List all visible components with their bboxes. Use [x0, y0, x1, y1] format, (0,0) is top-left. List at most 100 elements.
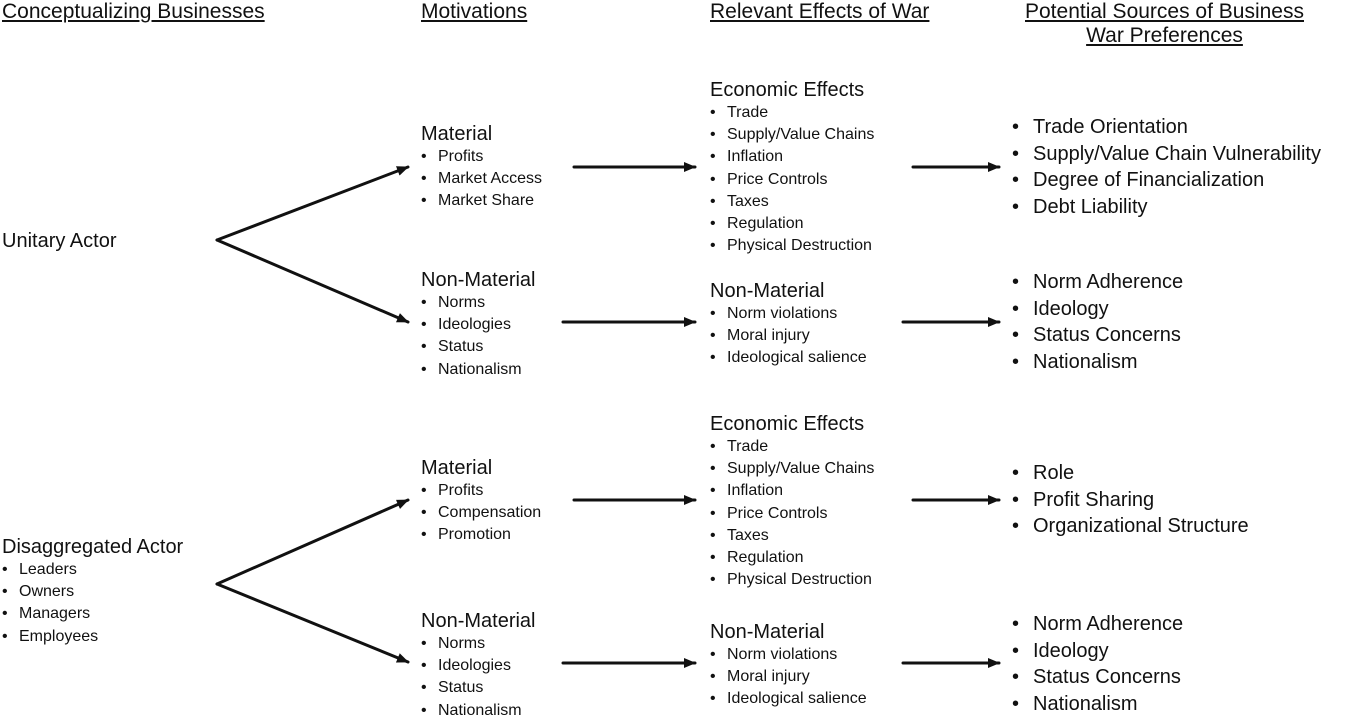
sources-list: Norm Adherence Ideology Status Concerns …	[1012, 269, 1183, 375]
motivation-list: Profits Market Access Market Share	[421, 146, 542, 213]
list-item: Regulation	[710, 213, 874, 235]
unitary-actor-title: Unitary Actor	[2, 230, 117, 252]
list-item: Ideologies	[421, 314, 535, 336]
list-item: Profits	[421, 480, 541, 502]
list-item: Norms	[421, 292, 535, 314]
list-item: Price Controls	[710, 169, 874, 191]
list-item: Nationalism	[421, 359, 535, 381]
motivation-list: Norms Ideologies Status Nationalism	[421, 292, 535, 381]
motivation-title: Material	[421, 123, 493, 145]
disaggregated-actor-title: Disaggregated Actor	[2, 536, 184, 558]
disaggregated-material-motivations: Material Profits Compensation Promotion	[421, 456, 541, 547]
unitary-nonmaterial-motivations: Non-Material Norms Ideologies Status Nat…	[421, 268, 535, 381]
disaggregated-nonmaterial-sources: Norm Adherence Ideology Status Concerns …	[1012, 611, 1183, 717]
list-item: Physical Destruction	[710, 569, 874, 591]
effects-list: Trade Supply/Value Chains Inflation Pric…	[710, 436, 874, 592]
disaggregated-economic-effects: Economic Effects Trade Supply/Value Chai…	[710, 412, 874, 592]
list-item: Price Controls	[710, 503, 874, 525]
list-item: Profits	[421, 146, 542, 168]
list-item: Role	[1012, 460, 1249, 487]
effects-list: Norm violations Moral injury Ideological…	[710, 303, 867, 370]
fork-arrow-disagg-nonmaterial	[215, 582, 410, 664]
list-item: Taxes	[710, 525, 874, 547]
unitary-economic-effects: Economic Effects Trade Supply/Value Chai…	[710, 78, 874, 258]
header-potential-sources-line1: Potential Sources of Business	[1025, 0, 1304, 23]
list-item: Trade	[710, 436, 874, 458]
motivation-list: Norms Ideologies Status Nationalism	[421, 633, 535, 722]
list-item: Status Concerns	[1012, 322, 1183, 349]
sources-list: Trade Orientation Supply/Value Chain Vul…	[1012, 114, 1321, 220]
list-item: Norm Adherence	[1012, 611, 1183, 638]
motivation-list: Profits Compensation Promotion	[421, 480, 541, 547]
effects-title: Non-Material	[710, 280, 825, 302]
list-item: Taxes	[710, 191, 874, 213]
unitary-nonmaterial-effects: Non-Material Norm violations Moral injur…	[710, 279, 867, 370]
sources-list: Role Profit Sharing Organizational Struc…	[1012, 460, 1249, 540]
list-item: Norm Adherence	[1012, 269, 1183, 296]
list-item: Trade	[710, 102, 874, 124]
list-item: Status	[421, 677, 535, 699]
header-relevant-effects: Relevant Effects of War	[710, 0, 930, 23]
list-item: Compensation	[421, 502, 541, 524]
list-item: Inflation	[710, 146, 874, 168]
unitary-actor-block: Unitary Actor	[2, 229, 116, 253]
list-item: Nationalism	[421, 700, 535, 722]
unitary-material-motivations: Material Profits Market Access Market Sh…	[421, 122, 542, 213]
disaggregated-material-sources: Role Profit Sharing Organizational Struc…	[1012, 460, 1249, 540]
effects-title: Non-Material	[710, 621, 825, 643]
unitary-material-sources: Trade Orientation Supply/Value Chain Vul…	[1012, 114, 1321, 220]
list-item: Nationalism	[1012, 349, 1183, 376]
header-motivations: Motivations	[421, 0, 528, 23]
disaggregated-nonmaterial-effects: Non-Material Norm violations Moral injur…	[710, 620, 867, 711]
list-item: Trade Orientation	[1012, 114, 1321, 141]
sources-list: Norm Adherence Ideology Status Concerns …	[1012, 611, 1183, 717]
header-conceptualizing-businesses: Conceptualizing Businesses	[2, 0, 265, 23]
disaggregated-nonmaterial-motivations: Non-Material Norms Ideologies Status Nat…	[421, 609, 535, 722]
fork-arrow-unitary-nonmaterial	[215, 238, 410, 324]
disaggregated-actor-block: Disaggregated Actor Leaders Owners Manag…	[2, 535, 183, 648]
list-item: Supply/Value Chains	[710, 458, 874, 480]
header-potential-sources: Potential Sources of Business War Prefer…	[1012, 0, 1317, 48]
effects-list: Norm violations Moral injury Ideological…	[710, 644, 867, 711]
list-item: Debt Liability	[1012, 194, 1321, 221]
list-item: Ideological salience	[710, 688, 867, 710]
list-item: Status Concerns	[1012, 664, 1183, 691]
motivation-title: Non-Material	[421, 610, 536, 632]
list-item: Promotion	[421, 524, 541, 546]
list-item: Leaders	[2, 559, 183, 581]
header-potential-sources-line2: War Preferences	[1086, 24, 1243, 47]
list-item: Moral injury	[710, 325, 867, 347]
list-item: Ideological salience	[710, 347, 867, 369]
list-item: Employees	[2, 626, 183, 648]
effects-list: Trade Supply/Value Chains Inflation Pric…	[710, 102, 874, 258]
list-item: Ideologies	[421, 655, 535, 677]
list-item: Inflation	[710, 480, 874, 502]
disaggregated-actor-list: Leaders Owners Managers Employees	[2, 559, 183, 648]
list-item: Supply/Value Chains	[710, 124, 874, 146]
list-item: Norm violations	[710, 644, 867, 666]
list-item: Norm violations	[710, 303, 867, 325]
list-item: Owners	[2, 581, 183, 603]
list-item: Nationalism	[1012, 691, 1183, 718]
motivation-title: Material	[421, 457, 493, 479]
list-item: Degree of Financialization	[1012, 167, 1321, 194]
list-item: Status	[421, 336, 535, 358]
effects-title: Economic Effects	[710, 413, 865, 435]
list-item: Market Access	[421, 168, 542, 190]
motivation-title: Non-Material	[421, 269, 536, 291]
list-item: Profit Sharing	[1012, 487, 1249, 514]
list-item: Ideology	[1012, 638, 1183, 665]
list-item: Market Share	[421, 190, 542, 212]
fork-arrow-unitary-material	[215, 165, 410, 242]
unitary-nonmaterial-sources: Norm Adherence Ideology Status Concerns …	[1012, 269, 1183, 375]
list-item: Moral injury	[710, 666, 867, 688]
list-item: Supply/Value Chain Vulnerability	[1012, 141, 1321, 168]
fork-arrow-disagg-material	[215, 498, 410, 586]
list-item: Managers	[2, 603, 183, 625]
list-item: Norms	[421, 633, 535, 655]
list-item: Ideology	[1012, 296, 1183, 323]
list-item: Organizational Structure	[1012, 513, 1249, 540]
list-item: Regulation	[710, 547, 874, 569]
list-item: Physical Destruction	[710, 235, 874, 257]
effects-title: Economic Effects	[710, 79, 865, 101]
